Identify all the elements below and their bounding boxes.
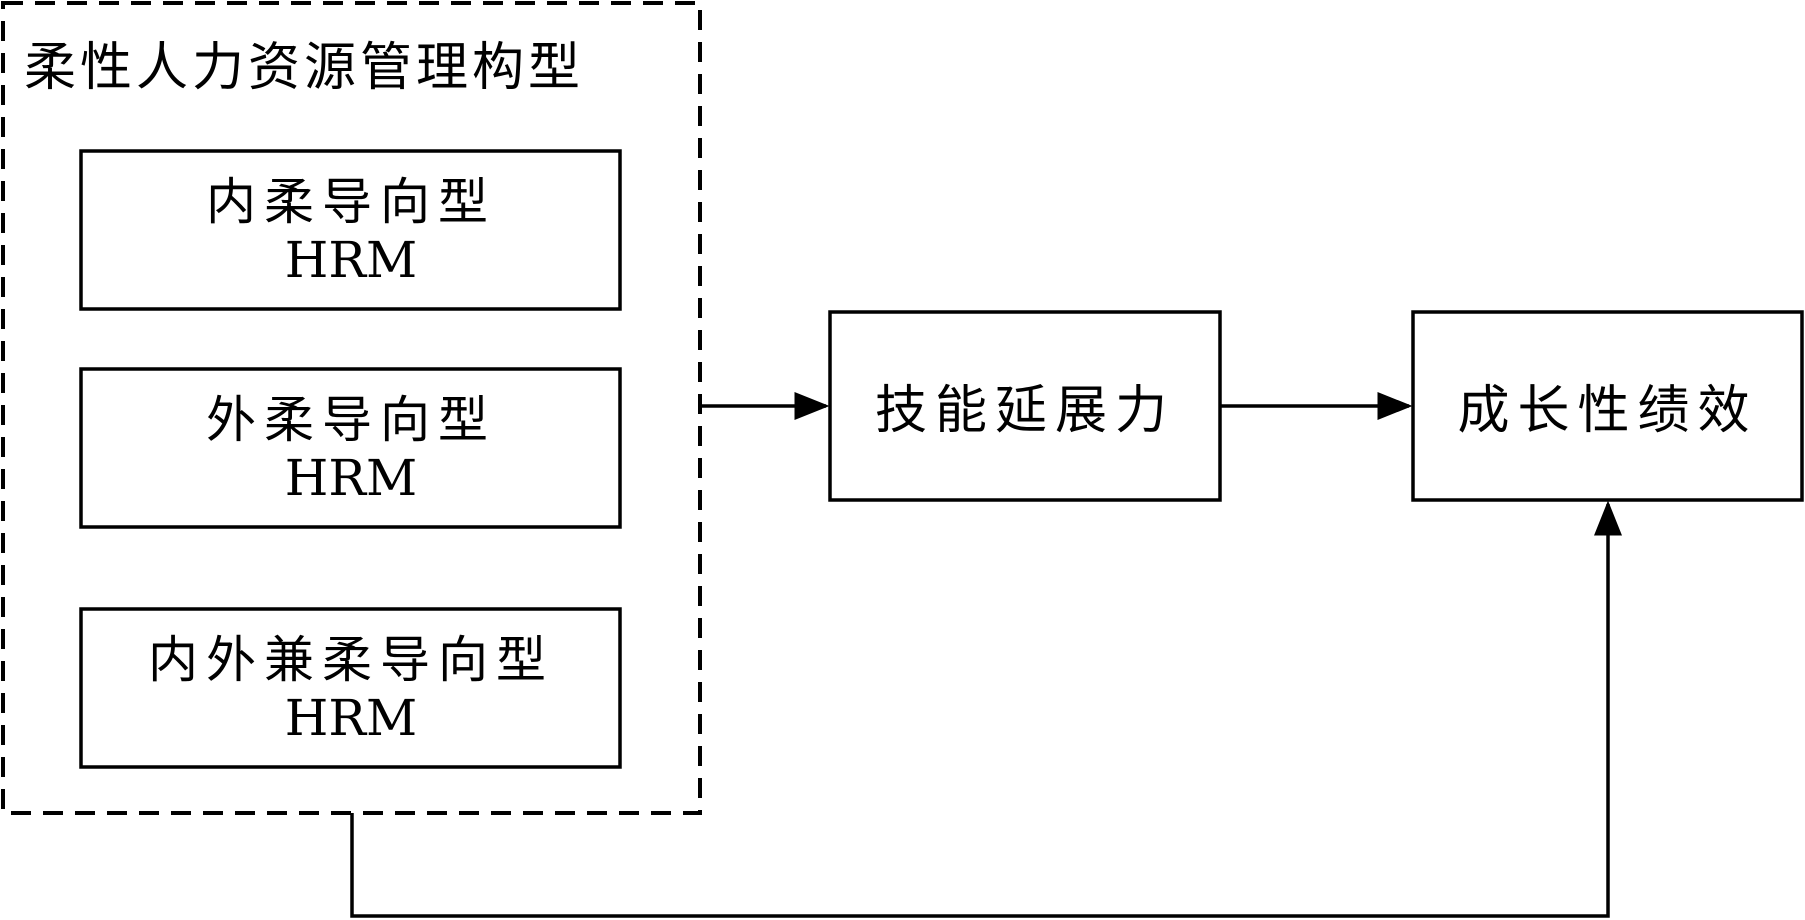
both-flex-label: 内外兼柔导向型 [148, 631, 554, 689]
outer-flex-box-border [79, 367, 622, 529]
both-flex-box-border [79, 607, 622, 769]
inner-flex-box-border [79, 149, 622, 311]
hrm-configuration-title: 柔性人力资源管理构型 [24, 38, 585, 98]
both-flex-hrm-label: HRM [284, 689, 418, 747]
both-flex-hrm-box: 内外兼柔导向型 HRM [82, 610, 620, 766]
arrow-group-to-performance [350, 500, 1622, 918]
hrm-configuration-group-border [1, 1, 702, 815]
skill-extension-node: 技能延展力 [874, 380, 1175, 441]
inner-flex-label: 内柔导向型 [206, 173, 496, 231]
outer-flex-label: 外柔导向型 [206, 391, 496, 449]
growth-performance-node: 成长性绩效 [1457, 380, 1758, 441]
growth-performance-box-border [1411, 310, 1804, 502]
outer-flex-hrm-box: 外柔导向型 HRM [82, 370, 620, 526]
inner-flex-hrm-label: HRM [284, 231, 418, 289]
inner-flex-hrm-box: 内柔导向型 HRM [82, 152, 620, 308]
outer-flex-hrm-label: HRM [284, 449, 418, 507]
